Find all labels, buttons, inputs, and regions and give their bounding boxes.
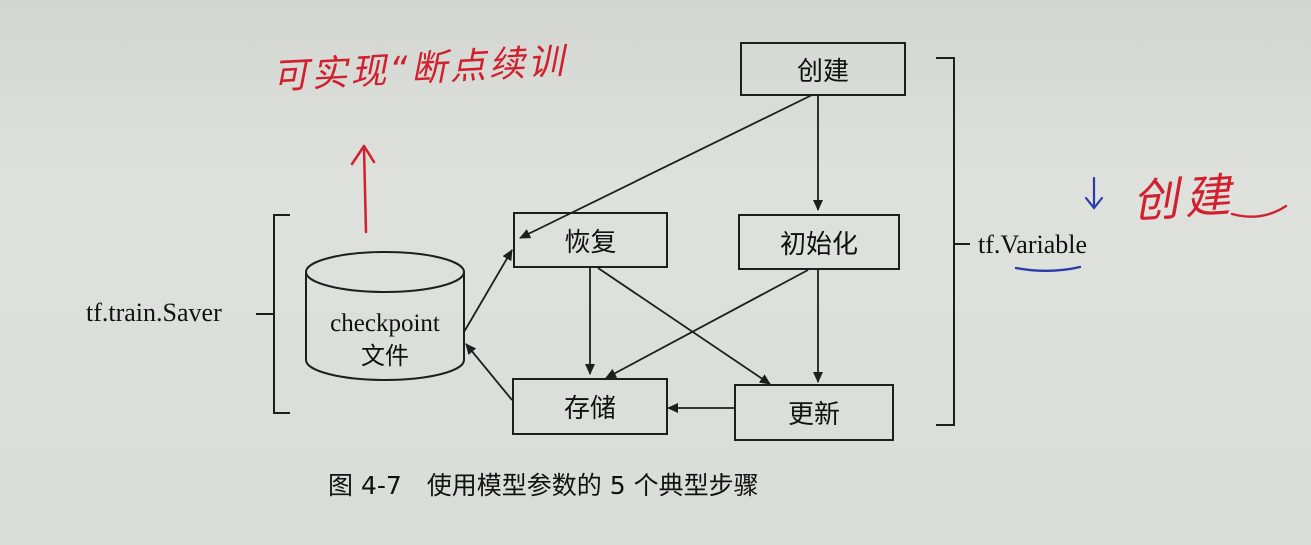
variable-label: tf.Variable [978,230,1088,259]
node-initialize: 初始化 [738,214,900,270]
edge-save-to-checkpoint [465,343,513,401]
checkpoint-label-line2: 文件 [361,342,409,370]
figure-caption: 图 4-7 使用模型参数的 5 个典型步骤 [328,471,759,500]
saver-bracket [273,214,290,414]
red-up-arrow [350,144,376,234]
variable-underline [1014,265,1082,272]
saver-label: tf.train.Saver [86,298,222,327]
checkpoint-label: checkpoint 文件 [305,308,465,372]
handwritten-right-note: 创建 [1130,167,1238,229]
red-flourish [1230,204,1288,218]
edge-initialize-to-save [605,269,809,379]
blue-down-arrow [1084,176,1104,210]
node-restore: 恢复 [513,212,668,268]
edge-create-to-restore [519,94,813,239]
node-create: 创建 [740,42,906,96]
checkpoint-label-line1: checkpoint [330,310,440,337]
node-update-label: 更新 [787,400,840,430]
node-update: 更新 [734,384,894,441]
node-initialize-label: 初始化 [779,229,858,260]
edge-checkpoint-to-restore [463,249,513,333]
edge-restore-to-update [597,267,771,385]
node-save: 存储 [512,378,668,435]
node-create-label: 创建 [796,56,849,87]
node-restore-label: 恢复 [564,227,617,258]
variable-bracket [936,57,955,426]
checkpoint-cylinder [305,251,465,381]
node-save-label: 存储 [563,394,616,424]
